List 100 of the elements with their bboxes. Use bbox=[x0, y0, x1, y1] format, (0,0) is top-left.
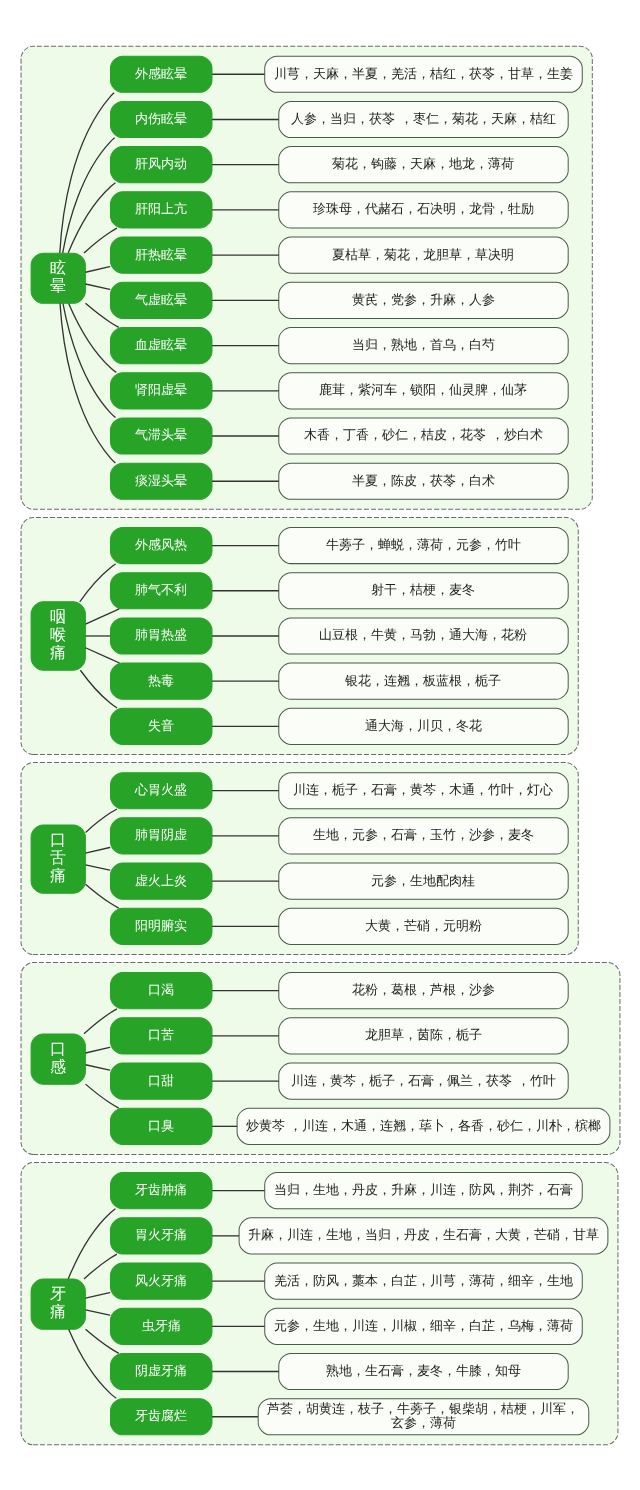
connector bbox=[84, 302, 119, 328]
node-box: 牙痛 bbox=[30, 1278, 86, 1330]
node-box: 熟地，生石膏，麦冬，牛膝，知母 bbox=[277, 1352, 569, 1390]
node-box: 木香，丁香，砂仁，桔皮，花苓 ，炒白术 bbox=[277, 416, 569, 455]
connector bbox=[210, 389, 279, 391]
connector bbox=[210, 1415, 259, 1417]
connector bbox=[67, 1328, 117, 1399]
connector bbox=[84, 1063, 111, 1071]
connector bbox=[58, 302, 116, 464]
cluster bbox=[20, 961, 620, 1155]
node-box: 肺胃阴虚 bbox=[109, 816, 212, 854]
node-box: 阴虚牙痛 bbox=[109, 1352, 212, 1390]
connector bbox=[84, 634, 111, 637]
node-box: 肺气不利 bbox=[109, 571, 212, 609]
node-box: 虫牙痛 bbox=[109, 1307, 212, 1345]
node-box: 口渴 bbox=[109, 971, 212, 1009]
node-box: 龙胆草，茵陈，栀子 bbox=[277, 1016, 569, 1054]
connector bbox=[210, 1189, 265, 1191]
cluster bbox=[20, 516, 579, 755]
node-box: 胃火牙痛 bbox=[109, 1216, 212, 1254]
node-box: 元参，生地配肉桂 bbox=[277, 862, 569, 900]
node-box: 生地，元参，石膏，玉竹，沙参，麦冬 bbox=[277, 816, 569, 854]
connector bbox=[84, 1082, 119, 1109]
connector bbox=[210, 1234, 240, 1236]
node-box: 菊花，钩藤，天麻，地龙，薄荷 bbox=[277, 145, 569, 183]
connector bbox=[210, 725, 279, 727]
node-box: 羌活，防风，藁本，白芷，川芎，薄荷，细辛，生地 bbox=[263, 1262, 583, 1300]
node-box: 肝热眩晕 bbox=[109, 236, 212, 274]
node-box: 芦荟，胡黄连，枝子，牛蒡子，银柴胡，桔梗，川军，玄参，薄荷 bbox=[257, 1397, 589, 1435]
connector bbox=[210, 589, 279, 591]
node-box: 外感风热 bbox=[109, 526, 212, 564]
connector bbox=[210, 1125, 238, 1127]
connector bbox=[210, 1325, 265, 1327]
node-box: 川芎，天麻，半夏，羌活，桔红，茯苓，甘草，生姜 bbox=[263, 55, 583, 93]
connector bbox=[210, 789, 279, 791]
connector bbox=[210, 299, 279, 301]
node-box: 元参，生地，川连，川椒，细辛，白芷，乌梅，薄荷 bbox=[263, 1307, 583, 1345]
connector bbox=[84, 607, 120, 625]
node-box: 痰湿头晕 bbox=[109, 462, 212, 500]
connector bbox=[210, 834, 279, 837]
node-box: 川连，栀子，石膏，黄芩，木通，竹叶，灯心 bbox=[277, 771, 569, 809]
connector bbox=[84, 863, 111, 871]
connector bbox=[210, 1079, 279, 1082]
node-box: 肝风内动 bbox=[109, 145, 212, 183]
node-box: 虚火上炎 bbox=[109, 862, 212, 900]
node-box: 当归，生地，丹皮，升麻，川连，防风，荆芥，石膏 bbox=[263, 1171, 583, 1209]
connector bbox=[61, 302, 116, 418]
connector bbox=[67, 181, 116, 253]
cluster bbox=[20, 761, 579, 955]
node-box: 气滞头晕 bbox=[109, 416, 212, 455]
node-box: 阳明腑实 bbox=[109, 907, 212, 945]
connector bbox=[84, 1328, 119, 1354]
connector bbox=[82, 1252, 118, 1280]
node-box: 射干，桔梗，麦冬 bbox=[277, 571, 569, 609]
connector bbox=[210, 1279, 265, 1282]
node-box: 牙齿腐烂 bbox=[109, 1397, 212, 1435]
connector bbox=[210, 208, 279, 211]
connector bbox=[210, 254, 279, 256]
node-box: 人参，当归，茯苓 ，枣仁，菊花，天麻，桔红 bbox=[277, 100, 569, 138]
connector bbox=[210, 1034, 279, 1037]
node-box: 牛蒡子，蝉蜕，薄荷，元参，竹叶 bbox=[277, 526, 569, 564]
connector bbox=[210, 118, 279, 120]
connector bbox=[84, 1308, 111, 1316]
connector bbox=[210, 1370, 279, 1372]
connector bbox=[58, 91, 115, 254]
connector bbox=[210, 434, 279, 437]
connector bbox=[210, 480, 279, 482]
connector bbox=[67, 302, 117, 373]
node-box: 肺胃热盛 bbox=[109, 616, 212, 655]
connector bbox=[84, 1046, 111, 1054]
cluster bbox=[20, 1161, 618, 1445]
connector bbox=[82, 227, 118, 254]
node-box: 山豆根，牛黄，马勃，通大海，花粉 bbox=[277, 616, 569, 655]
node-box: 口臭 bbox=[109, 1107, 212, 1145]
connector bbox=[210, 634, 279, 637]
node-box: 通大海，川贝，冬花 bbox=[277, 707, 569, 745]
connector bbox=[210, 544, 279, 546]
connector bbox=[210, 73, 265, 75]
node-box: 口舌痛 bbox=[30, 823, 86, 894]
node-box: 炒黄芩 ，川连，木通，连翘，荜卜，各香，砂仁，川朴，槟榔 bbox=[236, 1107, 610, 1145]
connector bbox=[84, 846, 111, 854]
connector bbox=[210, 163, 279, 165]
connector bbox=[210, 680, 279, 682]
node-box: 眩晕 bbox=[30, 252, 86, 304]
node-box: 肾阳虚晕 bbox=[109, 371, 212, 409]
node-box: 肝阳上亢 bbox=[109, 190, 212, 228]
node-box: 口苦 bbox=[109, 1016, 212, 1054]
connector bbox=[84, 883, 119, 909]
node-box: 珍珠母，代赭石，石决明，龙骨，牡励 bbox=[277, 190, 569, 228]
node-box: 热毒 bbox=[109, 662, 212, 700]
node-box: 咽喉痛 bbox=[30, 600, 86, 671]
connector bbox=[84, 807, 118, 833]
node-box: 口甜 bbox=[109, 1062, 212, 1100]
connector bbox=[84, 1291, 111, 1299]
node-box: 升麻，川连，生地，当归，丹皮，生石膏，大黄，芒硝，甘草 bbox=[238, 1216, 608, 1254]
connector bbox=[67, 1207, 116, 1279]
node-box: 口感 bbox=[30, 1032, 86, 1085]
connector bbox=[210, 344, 279, 346]
connector bbox=[84, 265, 111, 273]
connector bbox=[79, 669, 118, 709]
